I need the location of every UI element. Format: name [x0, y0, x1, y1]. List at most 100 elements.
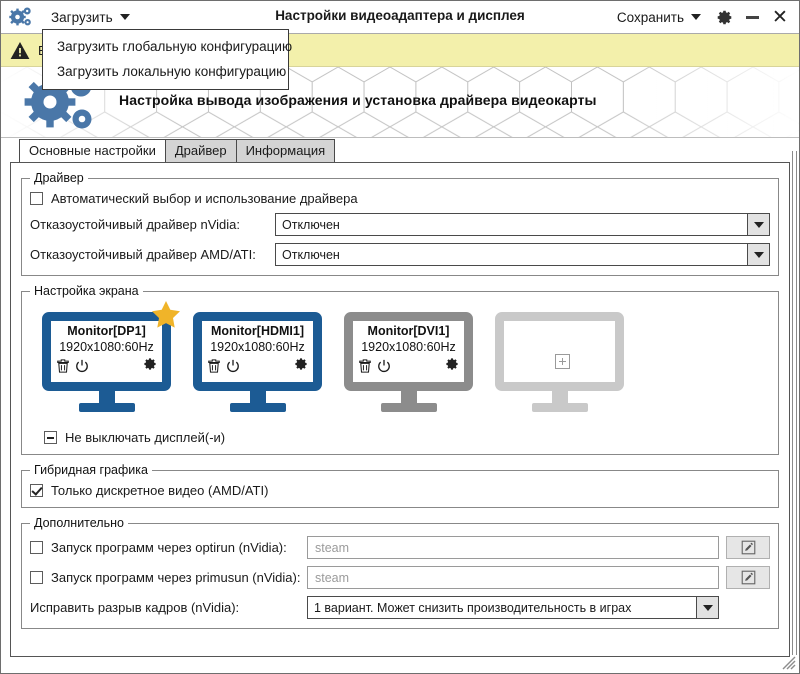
menu-item-local-config[interactable]: Загрузить локальную конфигурацию	[57, 64, 287, 79]
minimize-icon	[745, 15, 759, 19]
power-icon[interactable]	[226, 359, 240, 373]
load-menu-label: Загрузить	[51, 9, 113, 25]
tab-driver[interactable]: Драйвер	[164, 139, 237, 162]
gear-icon[interactable]	[445, 357, 459, 371]
auto-driver-label: Автоматический выбор и использование дра…	[51, 191, 358, 206]
menu-item-global-config[interactable]: Загрузить глобальную конфигурацию	[57, 39, 293, 54]
monitor-stand	[98, 391, 115, 403]
monitor-base	[229, 403, 286, 412]
optirun-input[interactable]: steam	[307, 536, 719, 559]
minimize-button[interactable]	[739, 4, 765, 30]
trash-icon[interactable]	[207, 358, 221, 373]
monitor-card[interactable]: Monitor[DVI1] 1920x1080:60Hz	[344, 312, 473, 412]
amd-fallback-row: Отказоустойчивый драйвер AMD/ATI: Отключ…	[30, 243, 770, 266]
screen-group-legend: Настройка экрана	[34, 284, 139, 298]
chevron-down-icon[interactable]	[747, 214, 769, 235]
hero-title: Настройка вывода изображения и установка…	[119, 92, 597, 108]
primary-star-icon	[152, 301, 180, 328]
tab-main-settings[interactable]: Основные настройки	[19, 139, 166, 162]
monitor-card[interactable]: Monitor[HDMI1] 1920x1080:60Hz	[193, 312, 322, 412]
monitor-mode: 1920x1080:60Hz	[210, 340, 305, 354]
chevron-down-icon[interactable]	[696, 597, 718, 618]
tearfix-label: Исправить разрыв кадров (nVidia):	[30, 600, 240, 615]
nvidia-fallback-select[interactable]: Отключен	[275, 213, 770, 236]
monitor-name: Monitor[HDMI1]	[210, 324, 305, 338]
add-monitor-card[interactable]	[495, 312, 624, 412]
hybrid-graphics-legend: Гибридная графика	[34, 463, 148, 477]
monitor-stand	[249, 391, 266, 403]
monitor-screen-empty	[495, 312, 624, 391]
monitor-list: Monitor[DP1] 1920x1080:60Hz	[30, 301, 770, 416]
driver-group-legend: Драйвер	[34, 171, 84, 185]
discrete-only-checkbox[interactable]	[30, 484, 43, 497]
app-gears-icon	[9, 6, 33, 28]
monitor-actions	[51, 357, 162, 374]
save-menu-label: Сохранить	[616, 9, 684, 25]
discrete-only-label: Только дискретное видео (AMD/ATI)	[51, 483, 269, 498]
nvidia-fallback-value: Отключен	[282, 217, 340, 232]
monitor-screen: Monitor[HDMI1] 1920x1080:60Hz	[193, 312, 322, 391]
nvidia-fallback-row: Отказоустойчивый драйвер nVidia: Отключе…	[30, 213, 770, 236]
tab-strip: Основные настройки Драйвер Информация	[1, 138, 799, 162]
gear-icon[interactable]	[143, 357, 157, 371]
driver-group: Драйвер Автоматический выбор и использов…	[21, 171, 779, 276]
trash-icon[interactable]	[56, 358, 70, 373]
optirun-label: Запуск программ через optirun (nVidia):	[51, 540, 287, 555]
screen-group: Настройка экрана Monitor[DP1] 1920x1080:…	[21, 284, 779, 455]
primusun-edit-button[interactable]	[726, 566, 770, 589]
amd-fallback-select[interactable]: Отключен	[275, 243, 770, 266]
extra-group: Дополнительно Запуск программ через opti…	[21, 516, 779, 629]
chevron-down-icon	[119, 14, 130, 20]
load-menu-button[interactable]: Загрузить	[47, 8, 134, 27]
monitor-name: Monitor[DVI1]	[367, 324, 450, 338]
scroll-rail[interactable]	[792, 151, 797, 655]
monitor-screen: Monitor[DVI1] 1920x1080:60Hz	[344, 312, 473, 391]
keep-display-on-checkbox[interactable]	[44, 431, 57, 444]
optirun-placeholder: steam	[315, 540, 350, 555]
auto-driver-checkbox[interactable]	[30, 192, 43, 205]
save-menu-button[interactable]: Сохранить	[609, 8, 709, 27]
monitor-actions	[353, 357, 464, 374]
tab-information[interactable]: Информация	[235, 139, 336, 162]
monitor-base	[531, 403, 588, 412]
load-dropdown-menu[interactable]: Загрузить глобальную конфигурацию Загруз…	[42, 29, 293, 90]
monitor-stand	[551, 391, 568, 403]
monitor-card[interactable]: Monitor[DP1] 1920x1080:60Hz	[42, 301, 180, 412]
nvidia-fallback-label: Отказоустойчивый драйвер nVidia:	[30, 217, 240, 232]
primusun-checkbox[interactable]	[30, 571, 43, 584]
tab-content-panel: Драйвер Автоматический выбор и использов…	[10, 162, 790, 657]
pencil-icon	[741, 540, 755, 555]
tearfix-select[interactable]: 1 вариант. Может снизить производительно…	[307, 596, 719, 619]
primusun-placeholder: steam	[315, 570, 350, 585]
optirun-checkbox[interactable]	[30, 541, 43, 554]
monitor-actions	[202, 357, 313, 374]
power-icon[interactable]	[377, 359, 391, 373]
pencil-icon	[741, 570, 755, 585]
monitor-name: Monitor[DP1]	[67, 324, 146, 338]
monitor-base	[78, 403, 135, 412]
close-button[interactable]: ✕	[767, 4, 793, 30]
monitor-screen: Monitor[DP1] 1920x1080:60Hz	[42, 312, 171, 391]
optirun-edit-button[interactable]	[726, 536, 770, 559]
chevron-down-icon[interactable]	[747, 244, 769, 265]
monitor-base	[380, 403, 437, 412]
trash-icon[interactable]	[358, 358, 372, 373]
power-icon[interactable]	[75, 359, 89, 373]
amd-fallback-label: Отказоустойчивый драйвер AMD/ATI:	[30, 247, 256, 262]
monitor-mode: 1920x1080:60Hz	[361, 340, 456, 354]
plus-icon[interactable]	[555, 354, 570, 369]
gear-icon[interactable]	[294, 357, 308, 371]
monitor-stand	[400, 391, 417, 403]
auto-driver-row: Автоматический выбор и использование дра…	[30, 191, 770, 206]
hybrid-graphics-group: Гибридная графика Только дискретное виде…	[21, 463, 779, 508]
amd-fallback-value: Отключен	[282, 247, 340, 262]
warning-triangle-icon	[10, 41, 30, 59]
discrete-only-row: Только дискретное видео (AMD/ATI)	[30, 483, 770, 498]
primusun-row: Запуск программ через primusun (nVidia):…	[30, 566, 770, 589]
extra-group-legend: Дополнительно	[34, 516, 124, 530]
keep-display-on-label: Не выключать дисплей(-и)	[65, 430, 226, 445]
primusun-input[interactable]: steam	[307, 566, 719, 589]
settings-button[interactable]	[711, 4, 737, 30]
resize-grip-icon[interactable]	[782, 656, 796, 670]
